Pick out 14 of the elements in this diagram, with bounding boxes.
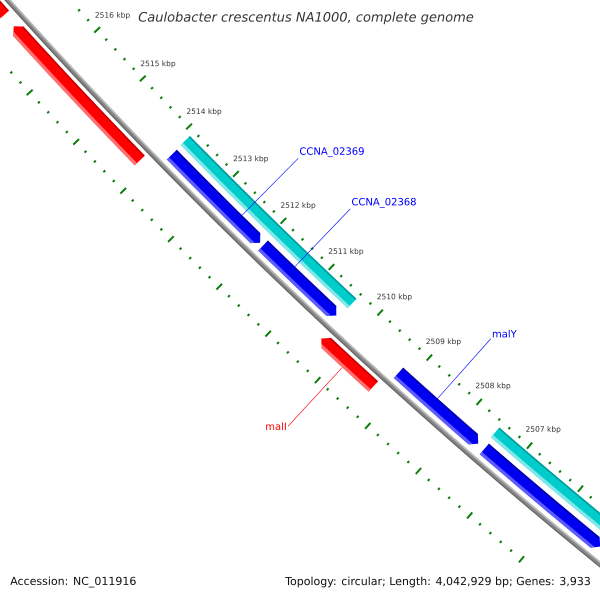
title: Caulobacter crescentus NA1000, complete genome [138, 12, 474, 24]
gene-label: malI [266, 422, 286, 430]
gene-band [0, 0, 10, 19]
gene-label: CCNA_02368 [352, 198, 416, 208]
leader-line [437, 338, 492, 399]
gene-segment [321, 338, 378, 392]
leader-line [288, 367, 342, 427]
gene-label: malY [492, 330, 517, 338]
leader-line [242, 158, 299, 216]
footer-text: Accession: NC_011916 [10, 576, 136, 588]
leader-line [294, 208, 351, 267]
gene-label: CCNA_02369 [300, 147, 364, 158]
footer-text: Topology: circular; Length: 4,042,929 bp; Genes: 3,933 [285, 576, 590, 588]
gene-segment [480, 444, 600, 548]
